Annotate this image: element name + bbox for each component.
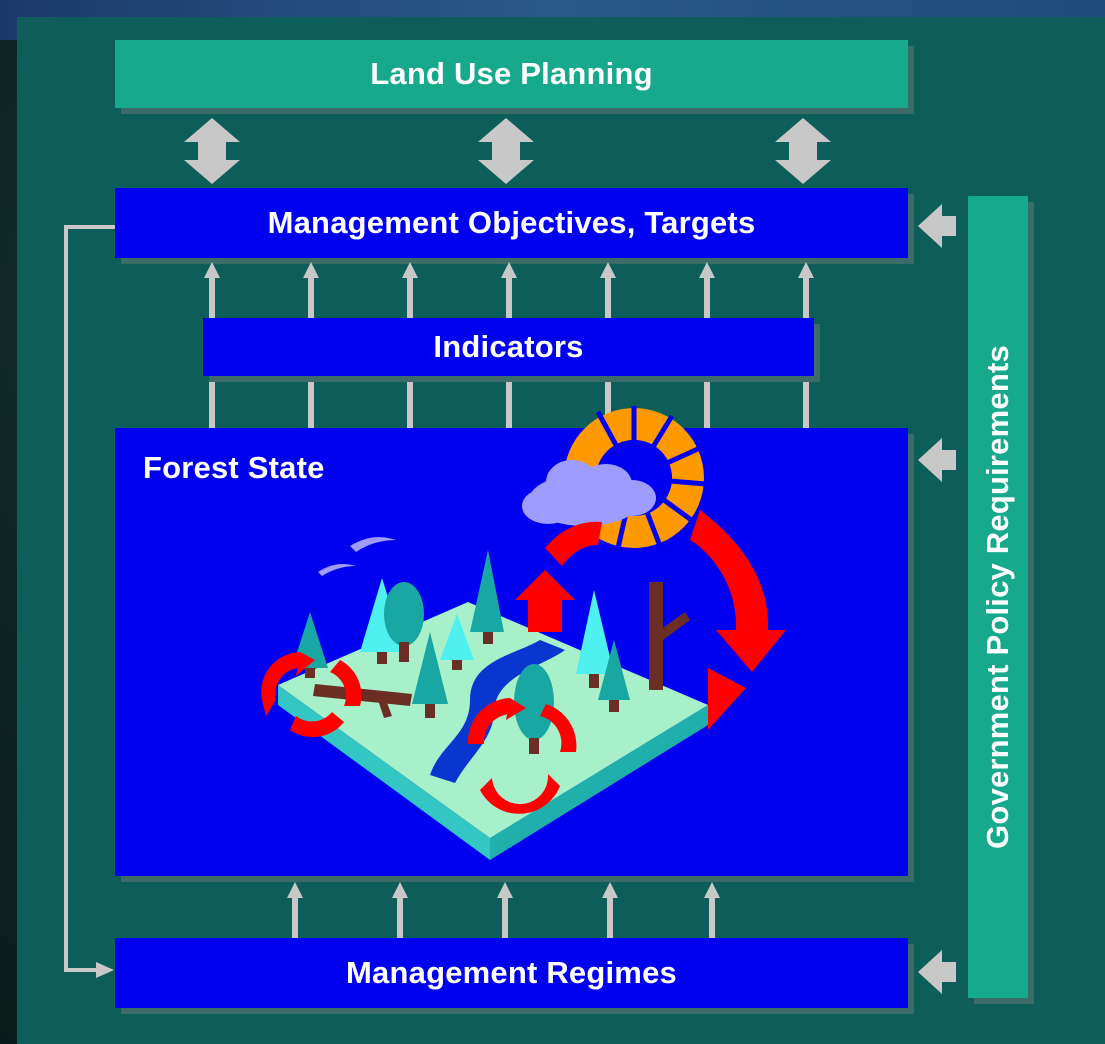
up-arrow-upper-1 xyxy=(204,262,220,318)
management-regimes-box: Management Regimes xyxy=(115,938,908,1008)
upward-arrows-upper xyxy=(204,262,814,428)
government-policy-box: Government Policy Requirements xyxy=(968,196,1028,998)
indicators-label: Indicators xyxy=(433,329,584,364)
up-arrow-lower-1 xyxy=(287,882,303,938)
feedback-loop-line xyxy=(64,225,115,972)
log-stub xyxy=(378,700,392,718)
cycle-icon-left xyxy=(261,652,362,738)
connector-lower-2 xyxy=(308,382,314,428)
bird-icon-2 xyxy=(318,564,356,576)
fallen-log xyxy=(313,684,412,706)
up-arrow-upper-5 xyxy=(600,262,616,318)
feedback-loop-arrowhead xyxy=(96,962,114,978)
up-arrow-upper-2 xyxy=(303,262,319,318)
deciduous-tree xyxy=(514,664,554,754)
forest-illustration xyxy=(261,406,786,860)
forest-state-label: Forest State xyxy=(143,450,325,485)
connector-lower-6 xyxy=(704,382,710,428)
connector-lower-5 xyxy=(605,382,611,428)
indicators-box: Indicators xyxy=(203,318,814,376)
trees xyxy=(292,550,630,754)
double-arrow-left xyxy=(184,118,240,184)
bird-icon-1 xyxy=(350,537,396,552)
deciduous-tree xyxy=(384,582,424,662)
management-objectives-box: Management Objectives, Targets xyxy=(115,188,908,258)
upward-arrows-lower xyxy=(287,882,720,938)
connector-lower-7 xyxy=(803,382,809,428)
cloud-icon xyxy=(522,460,656,526)
conifer-tree xyxy=(440,614,474,670)
conifer-tree xyxy=(598,640,630,712)
policy-arrow-objectives xyxy=(918,204,956,248)
up-arrow-upper-7 xyxy=(798,262,814,318)
up-arrow-lower-3 xyxy=(497,882,513,938)
cycle-icon-right xyxy=(467,698,577,814)
double-arrow-center xyxy=(478,118,534,184)
management-regimes-label: Management Regimes xyxy=(346,955,677,990)
conifer-tree xyxy=(576,590,614,688)
ground-side-right xyxy=(490,705,708,860)
land-use-planning-box: Land Use Planning xyxy=(115,40,908,108)
snag-trunk xyxy=(649,582,663,690)
policy-arrow-forest xyxy=(918,438,956,482)
land-use-planning-label: Land Use Planning xyxy=(370,56,653,91)
policy-arrow-regimes xyxy=(918,950,956,994)
conifer-tree xyxy=(470,550,504,644)
water-cycle-arrow xyxy=(690,510,786,672)
connector-lower-4 xyxy=(506,382,512,428)
conifer-tree xyxy=(412,632,448,718)
cycle-arrow-up xyxy=(515,570,575,632)
up-arrow-upper-3 xyxy=(402,262,418,318)
up-arrow-lower-5 xyxy=(704,882,720,938)
double-arrow-right xyxy=(775,118,831,184)
up-arrow-lower-4 xyxy=(602,882,618,938)
river xyxy=(430,640,565,783)
up-arrow-upper-6 xyxy=(699,262,715,318)
snag-branch xyxy=(660,612,690,640)
management-objectives-label: Management Objectives, Targets xyxy=(267,205,756,240)
cycle-arrow-top-left xyxy=(545,521,602,566)
up-arrow-lower-2 xyxy=(392,882,408,938)
connector-lower-3 xyxy=(407,382,413,428)
cycle-arrow-bottom xyxy=(708,668,746,730)
connector-lower-1 xyxy=(209,382,215,428)
up-arrow-upper-4 xyxy=(501,262,517,318)
